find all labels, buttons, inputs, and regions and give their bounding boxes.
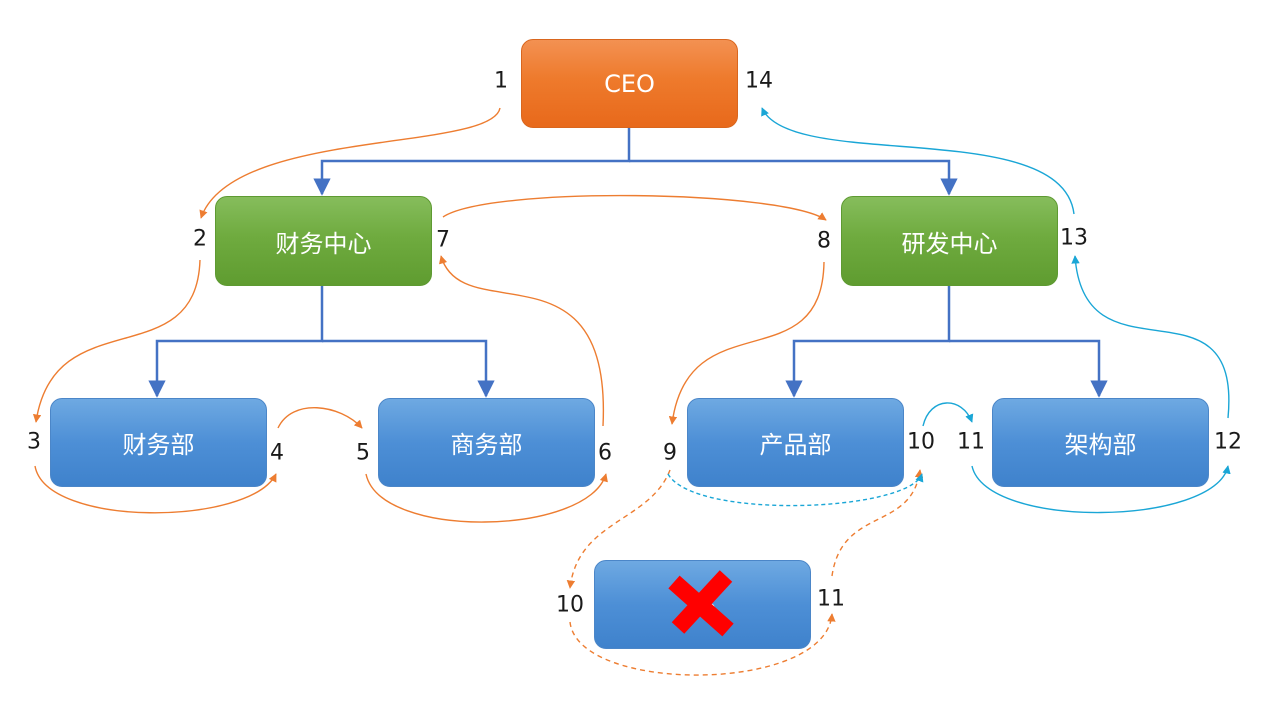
arrow-4-5 <box>277 407 363 429</box>
edge-finance-center-finance-dept <box>148 286 324 398</box>
arrow-3-4 <box>34 465 277 514</box>
traversal-number-10: 10 <box>907 429 935 455</box>
arrow-11-10-dashed <box>831 469 924 577</box>
node-rd-center-label: 研发中心 <box>901 229 998 258</box>
node-finance-center-label: 财务中心 <box>275 229 372 258</box>
traversal-number-2: 2 <box>193 226 207 252</box>
node-rd-center: 研发中心 <box>841 196 1058 286</box>
traversal-number-5: 5 <box>356 440 370 466</box>
tree-edges <box>148 128 1108 398</box>
node-business-dept-label: 商务部 <box>450 431 523 459</box>
arrow-10-11-dashed <box>569 613 836 676</box>
traversal-number-10-alt: 10 <box>556 592 584 618</box>
arrow-9-10-cyan-dashed <box>667 473 924 507</box>
arrow-8-9 <box>668 261 825 425</box>
node-business-dept: 商务部 <box>378 398 595 487</box>
arrow-9-10-dashed <box>566 469 671 589</box>
traversal-number-7: 7 <box>436 227 450 253</box>
node-ceo-label: CEO <box>604 69 655 98</box>
traversal-number-3: 3 <box>27 429 41 455</box>
traversal-number-11-alt: 11 <box>817 586 845 612</box>
node-finance-dept: 财务部 <box>50 398 267 487</box>
node-product-dept: 产品部 <box>687 398 904 487</box>
traversal-cyan <box>667 107 1231 514</box>
traversal-number-9: 9 <box>663 440 677 466</box>
node-architecture-dept-label: 架构部 <box>1064 431 1137 459</box>
removed-cross-icon <box>668 570 734 637</box>
arrow-5-6 <box>365 473 608 523</box>
arrow-1-2 <box>199 107 501 219</box>
edge-ceo-finance-center <box>313 128 631 196</box>
traversal-orange <box>32 107 924 676</box>
edge-ceo-rd-center <box>629 159 958 196</box>
traversal-number-14: 14 <box>745 68 773 94</box>
node-finance-center: 财务中心 <box>215 196 432 286</box>
node-finance-dept-label: 财务部 <box>122 431 195 459</box>
traversal-number-6: 6 <box>598 440 612 466</box>
node-ceo: CEO <box>521 39 738 128</box>
traversal-number-4: 4 <box>270 440 284 466</box>
edge-rd-center-architecture-dept <box>949 339 1108 398</box>
traversal-number-13: 13 <box>1060 225 1088 251</box>
arrow-13-14 <box>761 107 1075 215</box>
traversal-number-12: 12 <box>1214 429 1242 455</box>
arrow-10-11 <box>922 402 974 427</box>
arrow-7-8 <box>442 194 827 221</box>
arrow-11-12 <box>971 465 1231 514</box>
arrow-2-3 <box>32 259 201 423</box>
traversal-number-11: 11 <box>957 429 985 455</box>
arrow-6-7 <box>439 255 604 427</box>
edge-finance-center-business-dept <box>322 339 495 398</box>
node-product-dept-label: 产品部 <box>759 431 832 459</box>
node-architecture-dept: 架构部 <box>992 398 1209 487</box>
traversal-number-8: 8 <box>817 228 831 254</box>
edge-rd-center-product-dept <box>785 286 951 398</box>
arrow-12-13 <box>1071 255 1230 419</box>
traversal-number-1: 1 <box>494 68 508 94</box>
